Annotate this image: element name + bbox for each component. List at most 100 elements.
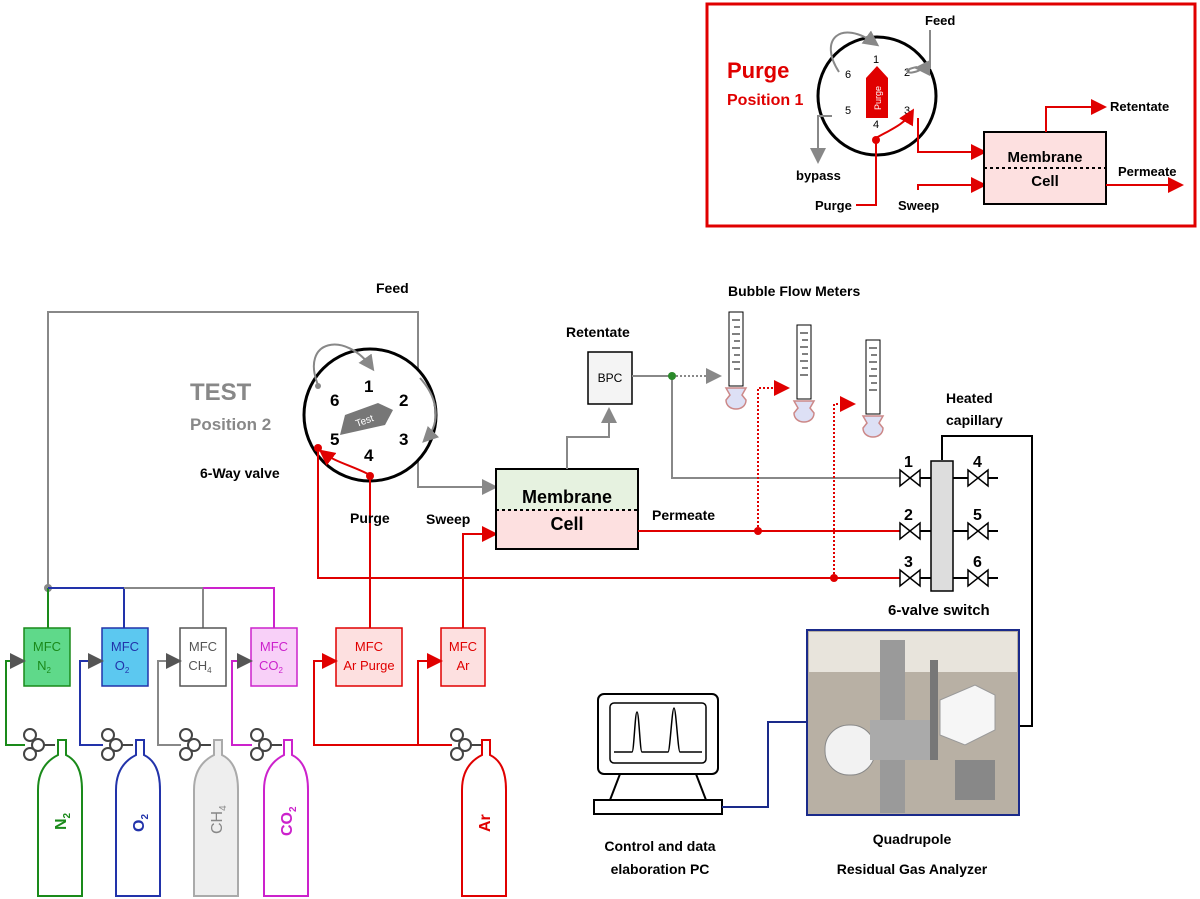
switch-manifold <box>930 460 954 592</box>
svg-text:MFC: MFC <box>260 639 288 654</box>
inset-port-5: 5 <box>845 105 851 117</box>
valve-port-5: 5 <box>330 430 339 449</box>
valve-purge-arrow <box>318 449 369 475</box>
heated-capillary-line <box>941 435 1033 727</box>
inset-purge-line <box>856 140 877 206</box>
mfc-o2: MFC O2 <box>101 627 149 687</box>
switch-valve-3 <box>899 568 931 588</box>
inset-purge-arrow <box>875 108 915 139</box>
inset-port-1: 1 <box>873 54 879 66</box>
test-title: TEST <box>190 379 252 406</box>
inset-purge-label: Purge <box>815 198 852 213</box>
feed-label: Feed <box>376 280 409 296</box>
inset-title: Purge <box>727 58 789 83</box>
inset-sweep-label: Sweep <box>898 198 939 213</box>
switch-valve-4 <box>953 468 998 488</box>
retentate-to-switch-line <box>632 375 900 479</box>
svg-text:N2: N2 <box>37 658 51 675</box>
heated-capillary-label-2: capillary <box>946 412 1003 428</box>
svg-text:MFC: MFC <box>449 639 477 654</box>
svg-text:Ar Purge: Ar Purge <box>343 658 394 673</box>
ch4-feed-line <box>157 653 182 746</box>
valve-port-4: 4 <box>364 446 374 465</box>
purge-inset: Purge Position 1 1 2 3 4 5 6 Purge Feed … <box>705 2 1197 228</box>
switch-port-2: 2 <box>904 507 913 524</box>
svg-text:MFC: MFC <box>189 639 217 654</box>
purge-label: Purge <box>350 510 390 526</box>
inset-retentate-line <box>1045 99 1107 132</box>
inset-port-6: 6 <box>845 69 851 81</box>
sweep-line <box>462 526 498 604</box>
ar-purge-feed-line <box>313 653 452 746</box>
cylinder-co2: CO2 <box>250 728 309 897</box>
feed-line <box>47 311 498 588</box>
bubble-flow-meters-label: Bubble Flow Meters <box>728 283 860 299</box>
inset-sweep-line <box>917 177 987 193</box>
inset-frame <box>705 2 1197 228</box>
valve-loop-dot <box>315 383 321 389</box>
inset-cell-label: Cell <box>1031 173 1059 190</box>
switch-valve-6 <box>953 568 998 588</box>
inset-position: Position 1 <box>727 92 804 109</box>
o2-to-manifold <box>48 587 125 628</box>
ch4-to-manifold <box>124 587 204 628</box>
switch-valve-1 <box>899 468 931 488</box>
inset-to-cell-line <box>917 118 987 160</box>
switch-valve-5 <box>953 521 998 541</box>
bpc-box <box>587 351 633 405</box>
svg-text:MFC: MFC <box>111 639 139 654</box>
valve-port-6: 6 <box>330 391 339 410</box>
pc-label-1: Control and data <box>604 838 715 854</box>
svg-text:CH4: CH4 <box>188 658 212 675</box>
inset-membrane-label: Membrane <box>1007 149 1082 166</box>
svg-text:N2: N2 <box>53 812 73 830</box>
svg-text:O2: O2 <box>115 658 130 675</box>
inset-port-4: 4 <box>873 119 879 131</box>
cylinder-n2: N2 <box>23 728 83 897</box>
co2-feed-line <box>231 653 253 746</box>
inset-feed-label: Feed <box>925 13 955 28</box>
test-position: Position 2 <box>190 415 271 434</box>
valve-port-5-dot <box>314 444 322 452</box>
pc-label-2: elaboration PC <box>611 861 710 877</box>
n2-feed-line <box>5 653 26 746</box>
inset-port-2: 2 <box>904 67 910 79</box>
retentate-junction <box>668 372 676 380</box>
pc-monitor <box>593 693 723 815</box>
switch-valve-2 <box>899 521 931 541</box>
switch-label: 6-valve switch <box>888 602 990 619</box>
valve-loop-arrow <box>312 343 375 386</box>
valve-test-tag <box>340 403 393 435</box>
retentate-label: Retentate <box>566 324 630 340</box>
inset-retentate-label: Retentate <box>1110 99 1169 114</box>
switch-port-3: 3 <box>904 554 913 571</box>
rga-label-2: Residual Gas Analyzer <box>837 861 988 877</box>
cylinder-o2: O2 <box>101 728 161 897</box>
heated-capillary-label-1: Heated <box>946 390 993 406</box>
bypass-to-meter-line <box>833 396 856 578</box>
rga-label-1: Quadrupole <box>873 831 952 847</box>
permeate-label: Permeate <box>652 507 715 523</box>
svg-text:CH4: CH4 <box>209 805 229 834</box>
svg-text:CO2: CO2 <box>259 658 284 675</box>
retentate-line <box>566 407 617 469</box>
permeate-to-meter-line <box>757 380 790 531</box>
svg-text:O2: O2 <box>131 814 151 832</box>
valve-port-1: 1 <box>364 377 373 396</box>
mfc-co2: MFC CO2 <box>250 627 298 687</box>
inset-purge-tag-label: Purge <box>873 86 883 110</box>
bypass-red-line <box>317 452 838 579</box>
svg-text:MFC: MFC <box>33 639 61 654</box>
svg-text:Ar: Ar <box>477 814 494 832</box>
ar-feed-line <box>417 653 443 745</box>
mfc-ar: MFC Ar <box>440 627 486 687</box>
cell-label: Cell <box>550 514 583 534</box>
co2-to-manifold <box>203 587 275 628</box>
inset-feed-line <box>914 30 931 76</box>
bubble-flow-meter-2 <box>792 324 816 423</box>
bubble-flow-meter-1 <box>724 311 748 410</box>
valve-label: 6-Way valve <box>200 465 280 481</box>
inset-purge-tag <box>866 66 888 118</box>
mfc-ar-purge: MFC Ar Purge <box>335 627 403 687</box>
